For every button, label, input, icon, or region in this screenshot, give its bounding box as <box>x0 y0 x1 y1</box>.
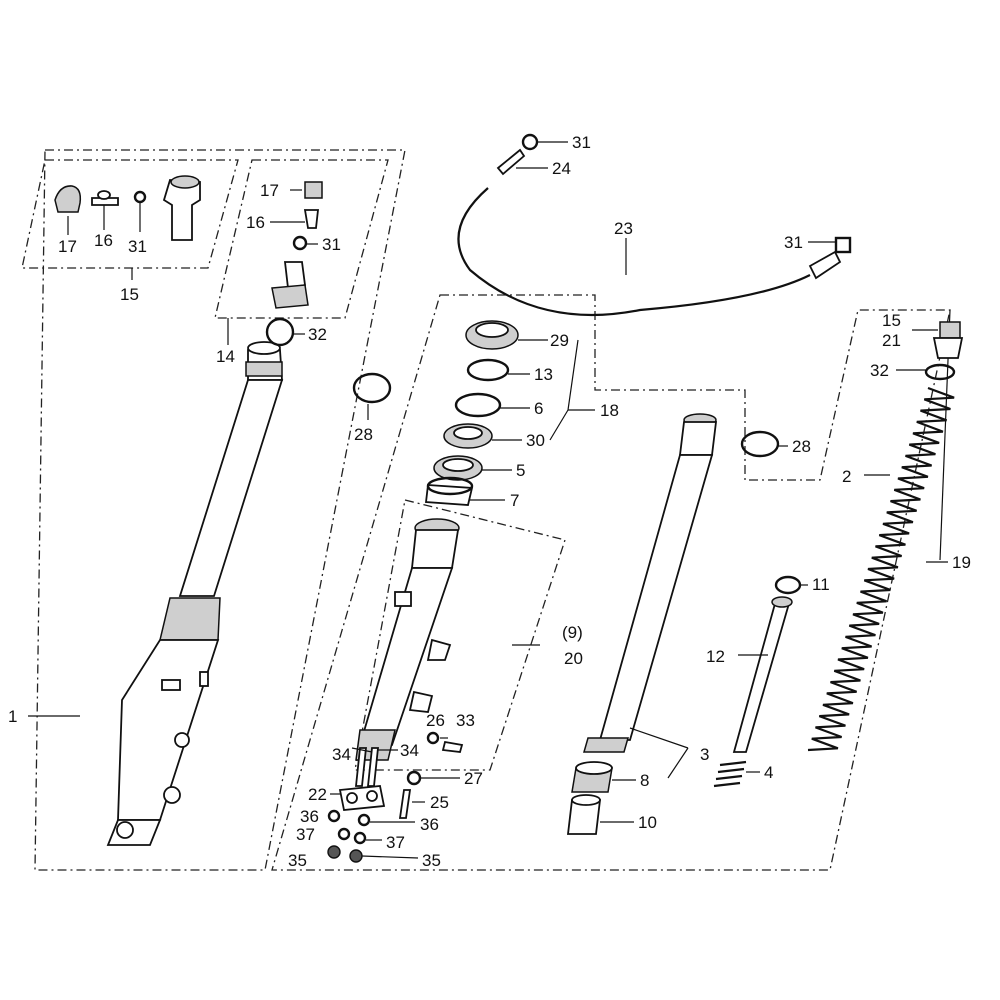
callout-24: 24 <box>552 159 571 178</box>
callout-15b: 15 <box>882 311 901 330</box>
fork-bolt-15 <box>162 179 201 241</box>
inner-tube-3 <box>583 413 718 779</box>
callout-27: 27 <box>464 769 483 788</box>
callout-18: 18 <box>600 401 619 420</box>
small-hardware <box>327 731 464 863</box>
callout-10: 10 <box>638 813 657 832</box>
clip-13 <box>466 358 510 382</box>
callout-5: 5 <box>516 461 525 480</box>
callout-20: 20 <box>564 649 583 668</box>
slider-20 <box>355 518 540 761</box>
circlip-28-left <box>352 372 392 420</box>
fork-bolt-14 <box>283 261 307 290</box>
callout-11: 11 <box>812 575 830 594</box>
callout-17b: 17 <box>260 181 279 200</box>
callout-34a: 34 <box>332 745 351 764</box>
callout-28b: 28 <box>792 437 811 456</box>
cap-17 <box>54 185 82 213</box>
callout-36b: 36 <box>420 815 439 834</box>
callout-26: 26 <box>426 711 445 730</box>
callout-14: 14 <box>216 347 235 366</box>
callout-31a: 31 <box>128 237 147 256</box>
washer-27 <box>406 770 422 786</box>
fork-bolt-15-21 <box>896 321 964 381</box>
bolt-kit-15 <box>54 175 201 280</box>
seal-stack <box>424 320 595 506</box>
callout-28a: 28 <box>354 425 373 444</box>
callout-19: 19 <box>952 553 971 572</box>
circlip-28-right <box>740 430 788 458</box>
o-ring-32b <box>924 363 956 381</box>
callout-1: 1 <box>8 707 17 726</box>
callout-8: 8 <box>640 771 649 790</box>
rebound-spring-4 <box>713 760 747 788</box>
washer-26 <box>426 731 440 745</box>
callout-34b: 34 <box>400 741 419 760</box>
callout-25: 25 <box>430 793 449 812</box>
callout-3: 3 <box>700 745 709 764</box>
callout-35a: 35 <box>288 851 307 870</box>
callout-29: 29 <box>550 331 569 350</box>
callout-35b: 35 <box>422 851 441 870</box>
callout-37b: 37 <box>386 833 405 852</box>
stud-34 <box>355 747 367 787</box>
callout-32b: 32 <box>870 361 889 380</box>
callout-33: 33 <box>456 711 475 730</box>
callout-31c: 31 <box>572 133 591 152</box>
bolt-25 <box>398 789 412 819</box>
bolt-kit-frame-15 <box>21 159 239 269</box>
bolt-kit-14 <box>227 181 323 347</box>
callout-7: 7 <box>510 491 519 510</box>
bushings <box>566 761 636 835</box>
bolt-33 <box>441 740 464 753</box>
valve-16b <box>303 209 320 229</box>
callout-37a: 37 <box>296 825 315 844</box>
callout-16b: 16 <box>246 213 265 232</box>
cap-17b <box>304 181 323 199</box>
callout-23: 23 <box>614 219 633 238</box>
seal-6 <box>454 392 502 418</box>
callout-6: 6 <box>534 399 543 418</box>
callout-9: (9) <box>562 623 583 642</box>
callout-17a: 17 <box>58 237 77 256</box>
callout-2: 2 <box>842 467 851 486</box>
callout-13: 13 <box>534 365 553 384</box>
callout-31b: 31 <box>322 235 341 254</box>
callout-36a: 36 <box>300 807 319 826</box>
slider-frame-20 <box>354 499 566 771</box>
hose-assembly <box>457 133 852 316</box>
callout-30: 30 <box>526 431 545 450</box>
callout-4: 4 <box>764 763 773 782</box>
callout-12: 12 <box>706 647 725 666</box>
callout-31d: 31 <box>784 233 803 252</box>
callout-32a: 32 <box>308 325 327 344</box>
fork-assembly-frame <box>34 149 406 871</box>
fork-internals-frame <box>271 294 951 871</box>
o-ring-32 <box>265 317 295 347</box>
callout-15: 15 <box>120 285 139 304</box>
callout-21: 21 <box>882 331 901 350</box>
fork-leg-assembly <box>106 341 284 846</box>
damper-rod-12 <box>713 575 808 788</box>
o-ring-31 <box>133 190 147 204</box>
callout-16a: 16 <box>94 231 113 250</box>
bolt-kit-frame-14 <box>214 159 389 319</box>
callout-22: 22 <box>308 785 327 804</box>
ring-11 <box>774 575 802 595</box>
